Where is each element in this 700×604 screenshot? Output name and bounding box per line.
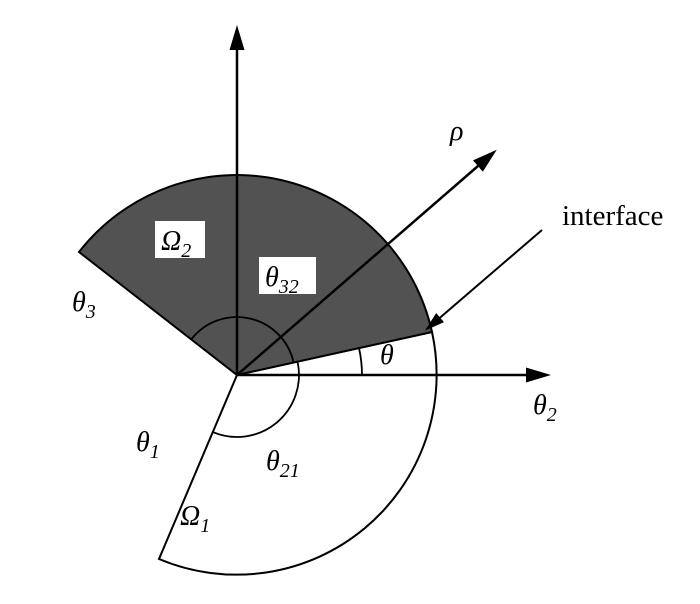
theta21-angle-arc xyxy=(212,361,300,438)
interface-label: interface xyxy=(562,200,663,232)
theta32-angle-arc xyxy=(190,316,295,363)
omega2-label-box xyxy=(155,221,205,258)
rho-label: ρ xyxy=(449,116,463,147)
theta32-label: θ32 xyxy=(265,262,299,298)
omega1-label: Ω1 xyxy=(180,501,210,537)
interface-pointer-arrow xyxy=(424,229,543,331)
theta3-label: θ3 xyxy=(72,287,96,323)
theta2-axis-label: θ2 xyxy=(533,390,557,426)
omega2-label: Ω2 xyxy=(161,226,191,262)
rho-ray xyxy=(236,149,497,376)
domain-omega1-sector xyxy=(157,330,438,576)
theta32-label-box xyxy=(259,257,316,294)
theta1-label: θ1 xyxy=(136,427,160,463)
theta-label: θ xyxy=(380,340,394,371)
theta21-label: θ21 xyxy=(266,446,300,482)
